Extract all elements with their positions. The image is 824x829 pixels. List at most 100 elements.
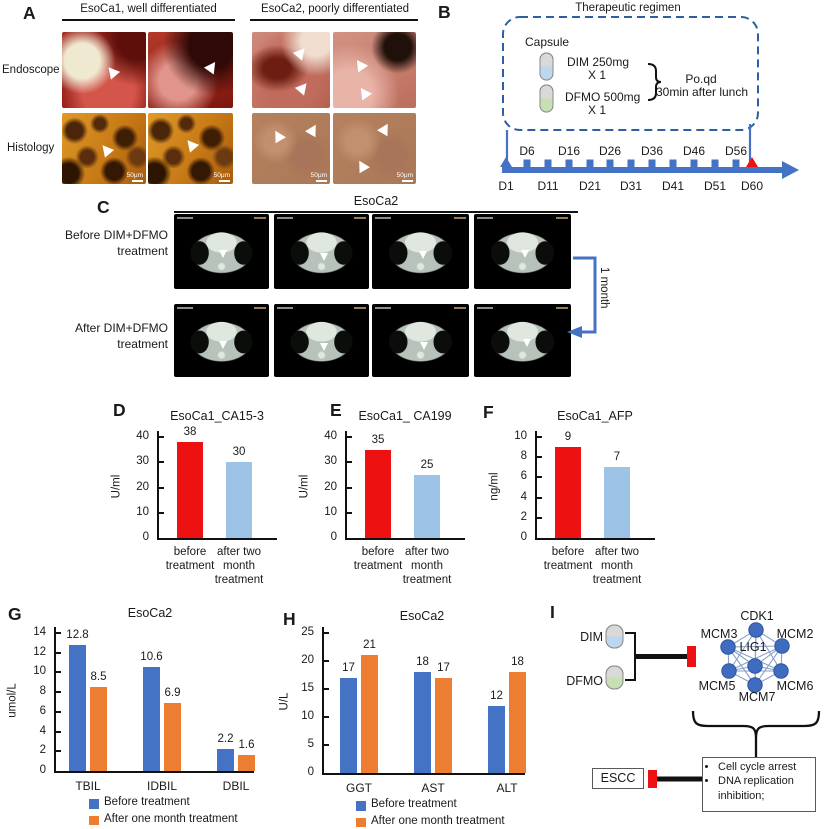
- network-nodes: [720, 622, 790, 693]
- x-tick-label: before treatment: [165, 546, 215, 572]
- x-axis-line: [345, 538, 465, 541]
- panel-letter-D: D: [113, 400, 126, 420]
- y-tick-mark: [159, 486, 165, 489]
- legend-swatch: [89, 815, 99, 825]
- arrowhead-icon: [520, 250, 529, 258]
- y-tick-mark: [537, 436, 543, 438]
- y-tick-mark: [56, 671, 62, 674]
- histology-photo: 50μm: [62, 113, 146, 184]
- endoscope-photo: [148, 32, 233, 108]
- timeline-label: D21: [579, 179, 601, 193]
- y-tick-label: 5: [307, 738, 314, 750]
- timeline-tick: [523, 159, 531, 169]
- y-tick-mark: [537, 516, 543, 519]
- arrowhead-icon: [418, 250, 427, 259]
- histology-photo: 50μm: [148, 113, 233, 184]
- arrowhead-icon: [522, 339, 531, 348]
- timeline-tick: [586, 159, 594, 169]
- arrowhead-icon: [319, 253, 328, 261]
- timeline-tick: [606, 159, 614, 169]
- ct-scan-photo: [474, 304, 571, 377]
- y-axis-line: [322, 627, 325, 775]
- ct-scan-photo: [174, 214, 269, 289]
- timeline-end-marker: [746, 157, 758, 167]
- bar: [488, 705, 505, 773]
- timeline-ticks: [523, 159, 740, 169]
- ct-scan-photo: [372, 214, 469, 289]
- drug2-label: DFMO: [566, 674, 603, 688]
- capsule-icon-dim: [605, 624, 624, 649]
- capsule-icon-dfmo: [539, 84, 554, 113]
- bar-value-label: 8.5: [90, 671, 107, 684]
- x-axis-line: [54, 771, 254, 774]
- legend-label: Before treatment: [104, 796, 190, 808]
- bar: [604, 467, 630, 538]
- ct-title-underline: [174, 210, 578, 213]
- bar: [365, 449, 391, 538]
- x-tick-label: AST: [421, 781, 445, 795]
- chart-title: EsoCa1_ CA199: [358, 409, 452, 423]
- panel-letter-A: A: [23, 3, 36, 23]
- arrowhead-icon: [354, 157, 371, 174]
- network-edge: [727, 646, 756, 686]
- dosing-text-line1: Po.qd: [685, 72, 716, 86]
- ct-scan-photo: [274, 304, 369, 377]
- y-tick-label: 12: [33, 645, 46, 658]
- y-tick-mark: [324, 744, 330, 746]
- bar-value-label: 25: [420, 458, 434, 471]
- node-label: MCM7: [739, 690, 776, 704]
- timeline-label: D60: [741, 179, 763, 193]
- x-axis-line: [322, 773, 525, 776]
- panel-letter-B: B: [438, 2, 451, 22]
- y-tick-label: 30: [324, 455, 337, 468]
- network-edge: [727, 645, 783, 648]
- scalebar: 50μm: [397, 172, 413, 182]
- x-axis-line: [535, 538, 655, 541]
- x-tick-label: TBIL: [75, 779, 101, 793]
- drug1-dose: X 1: [588, 68, 606, 82]
- timeline-label: D26: [599, 144, 621, 158]
- timeline-label: D16: [558, 144, 580, 158]
- bar: [238, 755, 255, 771]
- bar-value-label: 6.9: [164, 686, 181, 699]
- bar: [340, 677, 357, 773]
- arrowhead-icon: [351, 56, 368, 73]
- y-tick-mark: [347, 436, 353, 438]
- arrowhead-icon: [97, 140, 114, 158]
- y-tick-label: 40: [324, 430, 337, 442]
- timeline-tick: [544, 159, 552, 169]
- y-tick-mark: [537, 496, 543, 499]
- ct-row1-label: Before DIM+DFMO treatment: [64, 228, 168, 259]
- bar-value-label: 12: [490, 689, 503, 702]
- ct-scan-photo: [372, 304, 469, 377]
- mechanism-diagram: DIM DFMO CDK1 MCM3 MCM2 LIG1 MCM5 MCM6 M…: [566, 609, 821, 788]
- arrowhead-icon: [218, 250, 227, 258]
- timeline-label: D36: [641, 144, 663, 158]
- histology-photo: 50μm: [252, 113, 330, 184]
- arrowhead-icon: [319, 342, 328, 351]
- legend-label: Before treatment: [371, 798, 457, 810]
- bar-value-label: 7: [613, 451, 621, 464]
- y-tick-label: 10: [324, 505, 337, 518]
- bar-value-label: 38: [183, 426, 197, 439]
- timeline-tick: [669, 159, 677, 169]
- arrowhead-icon: [419, 341, 428, 350]
- arrowhead-icon: [304, 122, 321, 138]
- chart-title: EsoCa1_CA15-3: [170, 409, 264, 423]
- timeline-label: D46: [683, 144, 705, 158]
- legend-label: After one month treatment: [104, 812, 238, 825]
- y-tick-mark: [56, 730, 62, 733]
- y-axis-line: [157, 431, 160, 540]
- y-tick-label: 6: [520, 470, 527, 483]
- y-tick-mark: [347, 511, 353, 514]
- capsule-label: Capsule: [525, 35, 569, 49]
- y-tick-mark: [56, 750, 62, 753]
- y-tick-mark: [324, 660, 330, 662]
- x-tick-label: after two month treatment: [214, 546, 264, 586]
- bar: [143, 666, 160, 771]
- panel-letter-I: I: [550, 602, 555, 622]
- effect-item: Cell cycle arrest: [718, 760, 813, 774]
- ct-row2-label: After DIM+DFMO treatment: [74, 321, 168, 352]
- capsule-icon-dfmo: [605, 665, 624, 690]
